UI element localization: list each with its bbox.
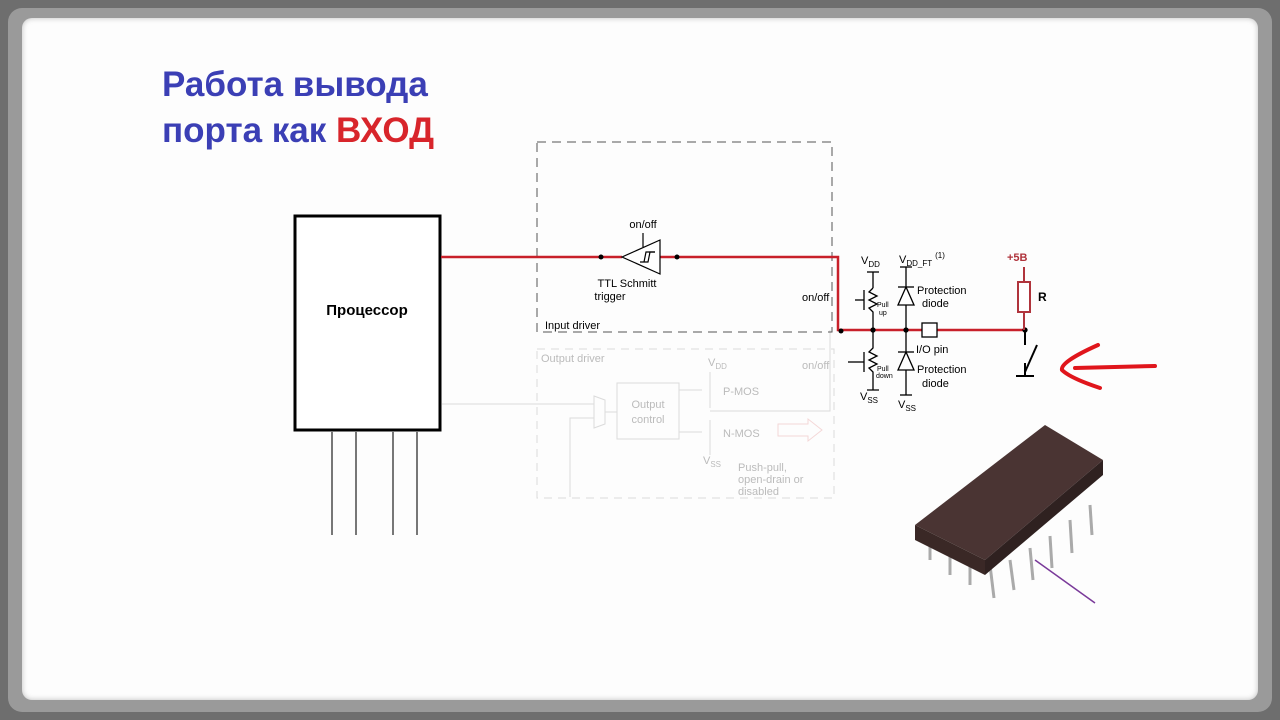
output-onoff-label: on/off xyxy=(802,360,830,372)
schmitt-onoff: on/off xyxy=(629,219,657,231)
switch-icon xyxy=(1016,330,1038,377)
output-control-line2: control xyxy=(631,414,664,426)
title-highlight: ВХОД xyxy=(336,111,435,150)
slide-title: Работа вывода порта как ВХОД xyxy=(162,62,434,154)
input-driver-label: Input driver xyxy=(545,320,600,332)
protection-top-1: Protection xyxy=(917,285,967,297)
vdd-ft-label: VDD_FT(1) xyxy=(899,251,945,268)
schmitt-label-1: TTL Schmitt xyxy=(598,278,657,290)
mode-line1: Push-pull, xyxy=(738,462,787,474)
resistor-icon xyxy=(1017,267,1031,330)
title-line-1: Работа вывода xyxy=(162,65,428,104)
pull-up-label-2: up xyxy=(879,310,887,317)
vss-label-2: VSS xyxy=(898,399,916,413)
protection-diode-top-icon xyxy=(896,285,916,306)
title-line-2: порта как ВХОД xyxy=(162,108,434,154)
pull-down-label-2: down xyxy=(876,373,893,380)
input-onoff-label: on/off xyxy=(802,292,830,304)
mode-line3: disabled xyxy=(738,486,779,498)
vdd-label: VDD xyxy=(861,255,880,269)
output-driver-labels: Output driver VDD P-MOS N-MOS Output con… xyxy=(541,353,830,498)
protection-bottom-2: diode xyxy=(922,378,949,390)
output-driver-label: Output driver xyxy=(541,353,605,365)
pmos-label: P-MOS xyxy=(723,386,759,398)
output-control-line1: Output xyxy=(631,399,664,411)
protection-top-2: diode xyxy=(922,298,949,310)
pin-circuit xyxy=(848,266,1038,396)
pull-up-resistor-icon xyxy=(867,287,879,330)
schmitt-trigger-icon xyxy=(620,233,661,275)
arrow-icon xyxy=(1059,343,1157,390)
schmitt-label-2: trigger xyxy=(594,291,626,303)
title-prefix: порта как xyxy=(162,111,336,150)
pin-circuit-labels: VDD VDD_FT(1) Pull up Pull down Protecti… xyxy=(860,251,1047,413)
output-vss-label: VSS xyxy=(703,455,721,469)
processor-label: Процессор xyxy=(326,302,407,319)
processor-block: Процессор xyxy=(293,214,442,535)
output-driver xyxy=(442,330,835,499)
vss-label-1: VSS xyxy=(860,391,878,405)
pull-down-label-1: Pull xyxy=(877,366,889,373)
resistor-label: R xyxy=(1038,290,1047,304)
pull-up-label-1: Pull xyxy=(877,302,889,309)
wire-to-pin xyxy=(660,255,1025,332)
protection-bottom-1: Protection xyxy=(917,364,967,376)
mode-line2: open-drain or xyxy=(738,474,804,486)
chip-image-icon xyxy=(915,425,1103,604)
protection-diode-bottom-icon xyxy=(896,350,916,371)
supply-label: +5В xyxy=(1007,252,1028,264)
pull-down-resistor-icon xyxy=(867,330,879,391)
output-vdd-label: VDD xyxy=(708,357,727,371)
io-pin-icon xyxy=(921,322,938,338)
slide-panel xyxy=(22,18,1258,700)
processor-pins xyxy=(331,431,418,535)
nmos-label: N-MOS xyxy=(723,428,760,440)
io-pin-label: I/O pin xyxy=(916,344,948,356)
input-driver: Input driver on/off TTL Schmitt trigger … xyxy=(441,141,1025,334)
